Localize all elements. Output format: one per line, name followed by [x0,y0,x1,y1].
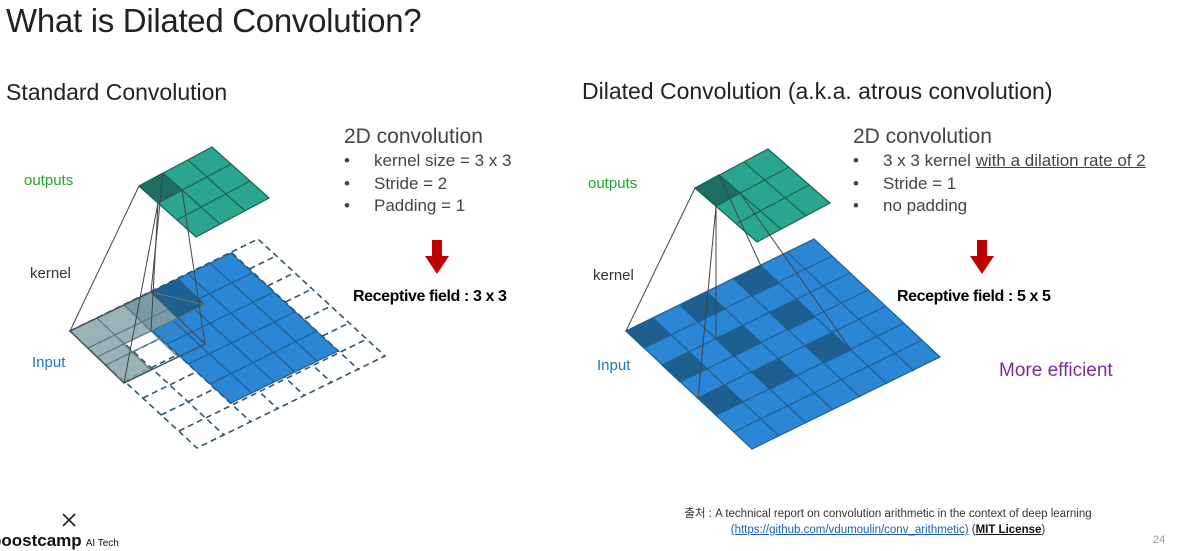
page-number: 24 [1153,534,1166,546]
right-receptive-field: Receptive field : 5 x 5 [897,288,1051,305]
page-title: What is Dilated Convolution? [6,2,422,39]
right-bullet-dilation-prefix: 3 x 3 kernel [883,151,976,170]
right-input-grid [624,238,942,450]
source-link-line: (https://github.com/vdumoulin/conv_arith… [730,524,1046,536]
left-projection-lines [69,172,206,384]
left-2d-convolution-heading: 2D convolution [344,125,483,148]
left-bullet-padding: Padding = 1 [344,195,512,218]
left-bullet-kernel-size: kernel size = 3 x 3 [344,150,512,173]
close-icon [62,513,76,527]
dilation-rate-underlined: with a dilation rate of 2 [975,151,1146,170]
left-receptive-field: Receptive field : 3 x 3 [353,288,507,305]
dilated-convolution-title: Dilated Convolution (a.k.a. atrous convo… [582,78,1053,104]
right-bullet-padding: no padding [853,195,1146,218]
left-output-grid [137,146,271,238]
left-kernel-window [68,290,207,384]
right-kernel-label: kernel [593,267,634,284]
left-kernel-label: kernel [30,265,71,282]
standard-convolution-title: Standard Convolution [6,79,228,105]
right-output-grid [693,148,832,243]
left-input-label: Input [32,354,66,371]
left-down-arrow-icon [425,240,449,274]
right-projection-lines [625,174,852,399]
right-outputs-label: outputs [588,175,638,192]
right-bullet-list: 3 x 3 kernel with a dilation rate of 2 S… [853,150,1146,218]
left-bullet-stride: Stride = 2 [344,173,512,196]
source-citation: 출처 : A technical report on convolution a… [670,506,1106,538]
brand-suffix: AI Tech [85,538,119,549]
right-down-arrow-icon [970,240,994,274]
left-outputs-label: outputs [24,172,74,189]
right-diagram [624,148,942,450]
more-efficient-note: More efficient [999,360,1113,381]
source-line: 출처 : A technical report on convolution a… [684,508,1092,520]
license-link[interactable]: MIT License [975,524,1042,536]
left-diagram [68,146,387,449]
source-link[interactable]: (https://github.com/vdumoulin/conv_arith… [730,524,969,536]
left-bullet-list: kernel size = 3 x 3 Stride = 2 Padding =… [344,150,512,218]
right-2d-convolution-heading: 2D convolution [853,125,992,148]
right-input-label: Input [597,357,631,374]
right-bullet-stride: Stride = 1 [853,173,1146,196]
right-bullet-dilation: 3 x 3 kernel with a dilation rate of 2 [853,150,1146,173]
